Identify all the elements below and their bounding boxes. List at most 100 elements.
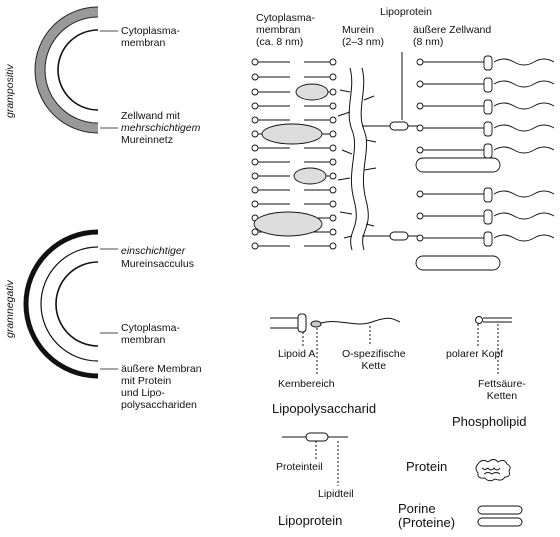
lps-core-label: Kernbereich xyxy=(278,378,335,390)
lipoid-a xyxy=(483,143,493,159)
membrane-protein xyxy=(293,167,327,185)
phospholipid-head xyxy=(329,228,337,236)
phospholipid-head xyxy=(329,130,337,138)
phospholipid-head xyxy=(251,116,259,124)
header-cytoplasma: Cytoplasma- membran (ca. 8 nm) xyxy=(256,12,315,48)
gram-positive-cytoplasma-label: Cytoplasma- membran xyxy=(121,25,180,49)
lipoid-a xyxy=(483,209,493,225)
o-specific-chain xyxy=(493,190,555,198)
lipoprotein-lipid-part-label: Lipidteil xyxy=(318,488,354,500)
phospholipid-head xyxy=(329,242,337,250)
gram-negative-murein-label-2: Mureinsacculus xyxy=(121,258,194,270)
cytoplasma-membrane-detail xyxy=(251,58,337,250)
gram-positive-envelope xyxy=(34,6,118,134)
membrane-protein xyxy=(261,123,323,145)
lipoid-a xyxy=(483,99,493,115)
outer-phospholipid-head xyxy=(416,80,424,88)
porine-title: Porine (Proteine) xyxy=(398,501,456,530)
porin xyxy=(415,255,501,271)
lipoid-a xyxy=(483,187,493,203)
outer-phospholipid-head xyxy=(416,102,424,110)
gram-positive-cytoplasma-membrane xyxy=(57,29,99,111)
lipoprotein-protein-part-label: Proteinteil xyxy=(276,461,323,473)
phospholipid-head xyxy=(329,200,337,208)
gram-negative-outer-label: äußere Membran mit Protein und Lipo- pol… xyxy=(121,363,202,411)
phospholipid-head xyxy=(251,172,259,180)
phospholipid-head xyxy=(251,58,259,66)
phospholipid-head xyxy=(329,116,337,124)
gram-negative-murein-layer xyxy=(40,246,99,362)
o-specific-chain xyxy=(493,234,555,242)
lipoprotein-anchors xyxy=(362,52,420,241)
gram-negative-murein-label-1: einschichtiger xyxy=(121,245,186,257)
outer-phospholipid-head xyxy=(416,190,424,198)
phospholipid-head xyxy=(329,88,337,96)
lipoprotein-title: Lipoprotein xyxy=(278,513,343,528)
phospholipid-head xyxy=(329,73,337,81)
lipoid-a xyxy=(483,231,493,247)
phospholipid-head xyxy=(251,242,259,250)
header-outer-wall: äußere Zellwand (8 nm) xyxy=(413,24,492,48)
phospholipid-head xyxy=(329,214,337,222)
phospholipid-head xyxy=(329,58,337,66)
phospholipid-head xyxy=(329,186,337,194)
gram-negative-cytoplasma-membrane xyxy=(55,261,99,347)
legend-lipopolysaccharid-glyph xyxy=(270,313,401,376)
lps-o-chain-label: O-spezifische Kette xyxy=(342,348,406,372)
o-specific-chain xyxy=(493,124,555,132)
murein-detail xyxy=(337,67,377,251)
o-specific-chain xyxy=(493,58,555,66)
membrane-protein xyxy=(253,211,323,237)
outer-phospholipid-head xyxy=(416,58,424,66)
outer-phospholipid-head xyxy=(416,234,424,242)
legend-lipoprotein-glyph xyxy=(282,432,348,486)
gram-negative-envelope xyxy=(23,229,118,379)
phospholipid-head-label: polarer Kopf xyxy=(446,348,504,360)
gram-positive-wall-label-2: mehrschichtigem xyxy=(121,122,201,134)
o-specific-chain xyxy=(493,146,555,154)
gram-positive-wall-label-1: Zellwand mit xyxy=(121,110,180,122)
gram-negative-side-label: gramnegativ xyxy=(4,280,16,338)
o-specific-chain xyxy=(493,80,555,88)
phospholipid-head xyxy=(251,73,259,81)
gram-positive-side-label: grampositiv xyxy=(4,64,16,118)
phospholipid-head xyxy=(251,186,259,194)
phospholipid-tails-label: Fettsäure- Ketten xyxy=(478,378,526,402)
o-specific-chain xyxy=(493,102,555,110)
outer-phospholipid-head xyxy=(416,124,424,132)
legend-porine-glyph xyxy=(477,505,523,527)
outer-phospholipid-head xyxy=(416,146,424,154)
phospholipid-head xyxy=(329,172,337,180)
header-murein: Murein (2–3 nm) xyxy=(342,24,385,48)
lipoid-a xyxy=(483,55,493,71)
legend-phospholipid-glyph xyxy=(475,316,512,374)
outer-membrane-detail xyxy=(415,55,555,271)
outer-phospholipid-head xyxy=(416,212,424,220)
gram-negative-cytoplasma-label: Cytoplasma- membran xyxy=(121,322,180,346)
o-specific-chain xyxy=(493,212,555,220)
lps-lipoid-a-label: Lipoid A xyxy=(278,348,316,360)
phospholipid-head xyxy=(251,144,259,152)
phospholipid-head xyxy=(251,102,259,110)
phospholipid-title: Phospholipid xyxy=(452,414,527,429)
gram-positive-murein-layer xyxy=(35,7,99,133)
membrane-protein xyxy=(295,83,329,101)
gram-negative-outer-membrane xyxy=(23,229,99,379)
phospholipid-head xyxy=(251,130,259,138)
header-lipoprotein: Lipoprotein xyxy=(380,6,432,18)
phospholipid-head xyxy=(329,144,337,152)
lipoid-a xyxy=(483,121,493,137)
phospholipid-head xyxy=(329,102,337,110)
phospholipid-head xyxy=(251,228,259,236)
phospholipid-head xyxy=(251,200,259,208)
lipoid-a xyxy=(483,77,493,93)
phospholipid-head xyxy=(251,158,259,166)
phospholipid-head xyxy=(251,88,259,96)
lps-title: Lipopolysaccharid xyxy=(272,401,377,416)
protein-title: Protein xyxy=(406,459,448,474)
gram-positive-wall-label-3: Mureinnetz xyxy=(121,134,173,146)
phospholipid-head xyxy=(329,158,337,166)
porin xyxy=(415,157,501,173)
legend-protein-glyph xyxy=(475,459,511,482)
